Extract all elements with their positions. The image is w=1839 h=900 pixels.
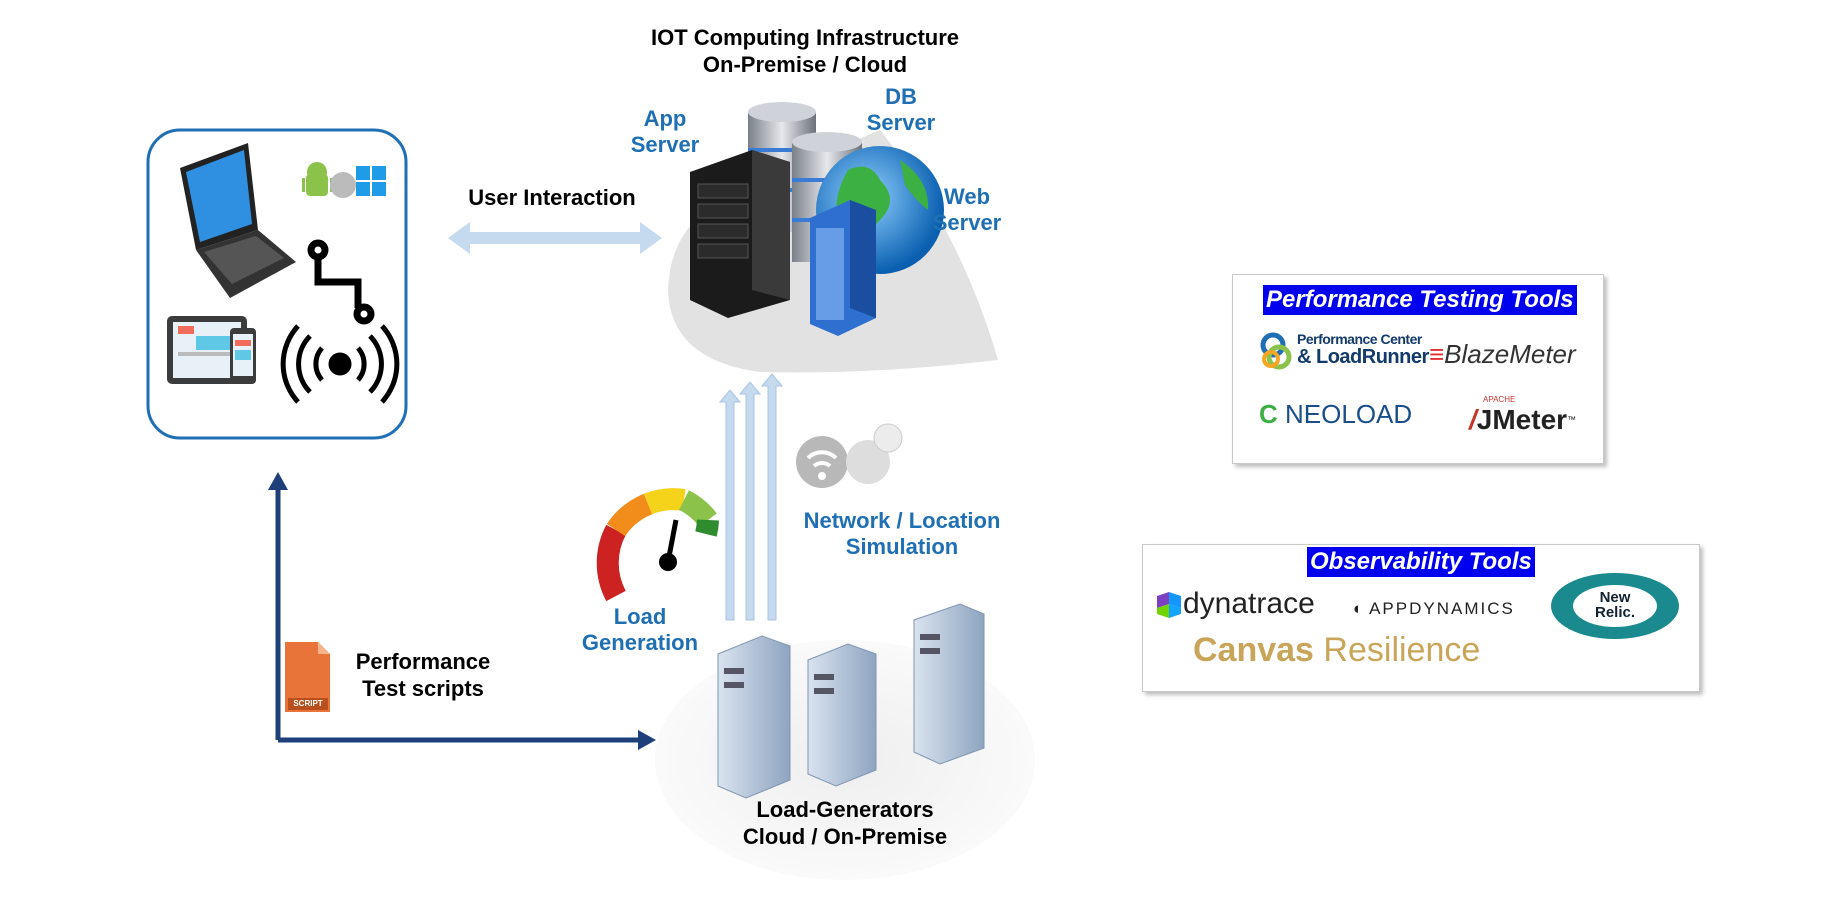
user-interaction-arrow [448, 222, 662, 254]
arrow-up-head [268, 472, 288, 490]
obs-tools-title: Observability Tools [1307, 547, 1535, 577]
performance-scripts-label: Performance Test scripts [355, 649, 491, 701]
jmeter-feather-icon: / [1469, 404, 1477, 435]
load-generation-label: Load Generation [581, 604, 699, 655]
app-server-icon [690, 150, 790, 318]
newrelic-logo: New Relic. [1551, 573, 1679, 639]
appdynamics-icon: ◖ [1351, 599, 1364, 618]
web-server-label: Web Server [932, 184, 1002, 235]
neoload-logo: C NEOLOAD [1259, 399, 1413, 429]
infra-title: IOT Computing Infrastructure On-Premise … [590, 24, 1020, 78]
app-server-label: App Server [630, 106, 700, 157]
loadrunner-logo: Performance Center & LoadRunner [1259, 331, 1429, 371]
infra-title-line1: IOT Computing Infrastructure [651, 25, 959, 50]
obs-tools-panel: Observability Tools dynatrace ◖ APPDYNAM… [1142, 544, 1700, 692]
script-document-icon [285, 642, 330, 712]
broadcast-icon [280, 324, 400, 404]
network-simulation-icon [796, 423, 903, 488]
tablet-phone-icon [167, 316, 256, 384]
jmeter-logo: APACHE /JMeter™ [1469, 395, 1577, 435]
loadrunner-icon [1260, 332, 1292, 370]
iot-connector-icon [307, 239, 375, 325]
blazemeter-icon: ≡ [1429, 339, 1445, 369]
web-server-rack-icon [810, 200, 876, 336]
infra-title-line2: On-Premise / Cloud [702, 52, 908, 77]
perf-tools-panel: Performance Testing Tools Performance Ce… [1232, 274, 1604, 464]
arrow-right-head [638, 730, 656, 750]
appdynamics-logo: ◖ APPDYNAMICS [1351, 599, 1515, 618]
load-up-arrows [718, 373, 784, 621]
os-logos-icon [302, 162, 386, 198]
db-server-label: DB Server [866, 84, 936, 135]
perf-tools-title: Performance Testing Tools [1263, 285, 1577, 315]
network-simulation-label: Network / Location Simulation [803, 508, 1001, 559]
blazemeter-logo: ≡BlazeMeter [1429, 339, 1576, 369]
load-gauge-icon [596, 488, 719, 602]
canvas-resilience-logo: Canvas Resilience [1193, 631, 1481, 669]
neoload-icon: C [1259, 399, 1278, 429]
dynatrace-logo: dynatrace [1153, 587, 1315, 621]
load-generators-label: Load-Generators Cloud / On-Premise [742, 797, 948, 849]
scripts-flow-arrows [275, 488, 640, 743]
user-interaction-label: User Interaction [468, 185, 636, 210]
load-generator-servers-icon [717, 603, 985, 799]
script-icon-text: SCRIPT [293, 699, 323, 708]
laptop-icon [180, 143, 296, 298]
dynatrace-icon [1157, 592, 1181, 619]
